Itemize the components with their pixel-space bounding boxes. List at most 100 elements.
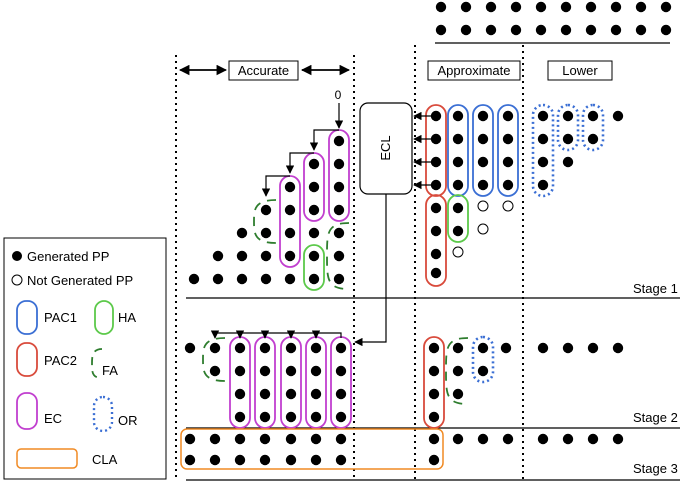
generated-pp-dot (234, 411, 246, 423)
not-generated-pp-dot (477, 200, 489, 212)
generated-pp-dot (537, 179, 549, 191)
generated-pp-dot (452, 342, 464, 354)
legend-fa-label: FA (102, 363, 118, 378)
generated-pp-dot (560, 1, 572, 13)
generated-pp-dot (209, 433, 221, 445)
or-group (471, 335, 495, 384)
partial-product-dots (184, 1, 672, 466)
generated-pp-dot (587, 433, 599, 445)
ecl-label: ECL (378, 135, 393, 160)
generated-pp-dot (510, 24, 522, 36)
ecl-output-line (354, 194, 387, 347)
generated-pp-dot (333, 135, 345, 147)
fa-group (445, 337, 469, 405)
fa-group (326, 222, 350, 290)
generated-pp-dot (428, 411, 440, 423)
not-generated-pp-dot (502, 200, 514, 212)
generated-pp-dot (537, 110, 549, 122)
generated-pp-dot (234, 342, 246, 354)
generated-pp-dot (335, 365, 347, 377)
generated-pp-dot (535, 1, 547, 13)
generated-pp-dot (236, 227, 248, 239)
generated-pp-dot (635, 1, 647, 13)
legend-pac1-label: PAC1 (44, 310, 77, 325)
generated-pp-dot (428, 342, 440, 354)
or-group (531, 103, 555, 198)
generated-pp-dot (308, 250, 320, 262)
generated-pp-dot (477, 133, 489, 145)
generated-pp-dot (209, 342, 221, 354)
fa-group (253, 199, 277, 244)
chain-arrow (311, 330, 342, 339)
chain-arrow (261, 175, 290, 197)
generated-pp-dot (335, 433, 347, 445)
generated-pp-dot (333, 181, 345, 193)
generated-pp-dot (562, 342, 574, 354)
generated-pp-dot (310, 454, 322, 466)
generated-pp-dot (308, 158, 320, 170)
generated-pp-dot (502, 156, 514, 168)
generated-pp-dot (502, 179, 514, 191)
generated-pp-dot (260, 227, 272, 239)
legend-ec-swatch (16, 392, 38, 430)
generated-pp-dot (635, 24, 647, 36)
generated-pp-dot (308, 273, 320, 285)
approximate-label: Approximate (438, 63, 511, 78)
generated-pp-dot (452, 179, 464, 191)
generated-pp-dot (333, 273, 345, 285)
generated-pp-dot (260, 204, 272, 216)
generated-pp-dot (310, 342, 322, 354)
generated-pp-dot (259, 411, 271, 423)
generated-pp-dot (430, 110, 442, 122)
stage1-label: Stage 1 (633, 281, 678, 296)
generated-pp-dot (310, 411, 322, 423)
generated-pp-dot (562, 433, 574, 445)
generated-pp-dot (430, 133, 442, 145)
legend-fa-swatch (91, 348, 103, 379)
generated-pp-dot (236, 273, 248, 285)
generated-pp-dot (502, 133, 514, 145)
generated-pp-dot (477, 179, 489, 191)
generated-pp-dot (428, 433, 440, 445)
generated-pp-dot (188, 273, 200, 285)
generated-pp-dot (502, 110, 514, 122)
legend-ha-label: HA (118, 310, 136, 325)
generated-pp-dot (259, 342, 271, 354)
pac1-group (447, 104, 469, 197)
generated-pp-dot (430, 225, 442, 237)
generated-pp-dot (477, 365, 489, 377)
generated-pp-dot (562, 110, 574, 122)
generated-pp-dot (212, 273, 224, 285)
generated-pp-dot (308, 181, 320, 193)
generated-pp-dot (477, 110, 489, 122)
generated-pp-dot (610, 24, 622, 36)
chain-arrow (210, 330, 240, 339)
generated-pp-dot (234, 365, 246, 377)
legend-pac2-swatch (16, 342, 38, 377)
generated-pp-dot (537, 342, 549, 354)
generated-pp-dot (560, 24, 572, 36)
generated-pp-dot (428, 365, 440, 377)
generated-pp-dot (452, 202, 464, 214)
generated-pp-dot (260, 273, 272, 285)
pac2-group (425, 104, 447, 197)
generated-pp-dot (308, 204, 320, 216)
generated-pp-dot (333, 250, 345, 262)
generated-pp-dot (562, 133, 574, 145)
generated-pp-dot (284, 273, 296, 285)
generated-pp-dot (285, 454, 297, 466)
generated-pp-dot (612, 110, 624, 122)
generated-pp-dot (430, 156, 442, 168)
fa-group (202, 337, 226, 382)
generated-pp-dot (236, 250, 248, 262)
generated-pp-dot (335, 454, 347, 466)
generated-pp-dot (209, 365, 221, 377)
legend-or-label: OR (118, 413, 138, 428)
generated-pp-dot (284, 181, 296, 193)
or-group (581, 103, 605, 152)
generated-pp-dot (335, 388, 347, 400)
legend-not-generated-label: Not Generated PP (27, 273, 133, 288)
generated-pp-dot (477, 342, 489, 354)
generated-pp-dot (485, 24, 497, 36)
generated-pp-dot (259, 433, 271, 445)
